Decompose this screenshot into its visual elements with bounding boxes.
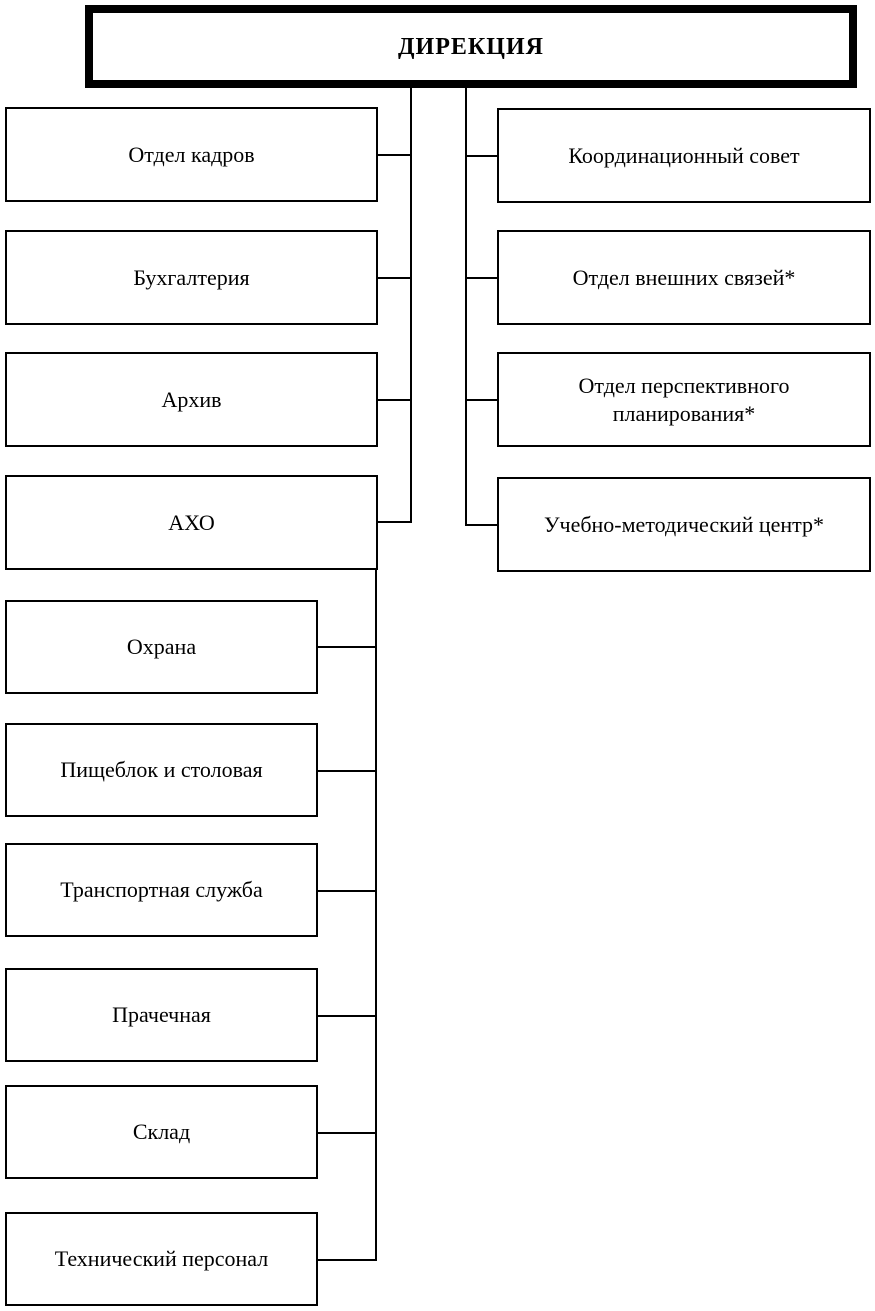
org-box-transport: Транспортная служба <box>5 843 318 937</box>
connector-left-trunk <box>410 88 412 523</box>
connector-aho-subtrunk <box>375 570 377 1261</box>
connector-stub-coordination-council <box>465 155 498 157</box>
connector-stub-security <box>318 646 377 648</box>
org-box-perspective-planning: Отдел перспективного планирования* <box>497 352 871 447</box>
connector-stub-warehouse <box>318 1132 377 1134</box>
org-box-catering: Пищеблок и столовая <box>5 723 318 817</box>
connector-stub-training-center <box>465 524 498 526</box>
org-box-direction: ДИРЕКЦИЯ <box>85 5 857 88</box>
connector-stub-technical-staff <box>318 1259 377 1261</box>
connector-stub-catering <box>318 770 377 772</box>
connector-stub-aho <box>378 521 411 523</box>
connector-right-trunk <box>465 88 467 526</box>
connector-stub-transport <box>318 890 377 892</box>
org-box-aho: АХО <box>5 475 378 570</box>
connector-stub-archive <box>378 399 411 401</box>
org-box-accounting: Бухгалтерия <box>5 230 378 325</box>
connector-stub-hr-department <box>378 154 411 156</box>
org-box-technical-staff: Технический персонал <box>5 1212 318 1306</box>
org-box-warehouse: Склад <box>5 1085 318 1179</box>
connector-stub-external-relations <box>465 277 498 279</box>
org-box-security: Охрана <box>5 600 318 694</box>
org-box-hr-department: Отдел кадров <box>5 107 378 202</box>
connector-stub-perspective-planning <box>465 399 498 401</box>
connector-stub-laundry <box>318 1015 377 1017</box>
org-box-training-center: Учебно-методический центр* <box>497 477 871 572</box>
org-box-coordination-council: Координационный совет <box>497 108 871 203</box>
connector-stub-accounting <box>378 277 411 279</box>
org-box-laundry: Прачечная <box>5 968 318 1062</box>
org-box-archive: Архив <box>5 352 378 447</box>
org-box-external-relations: Отдел внешних связей* <box>497 230 871 325</box>
